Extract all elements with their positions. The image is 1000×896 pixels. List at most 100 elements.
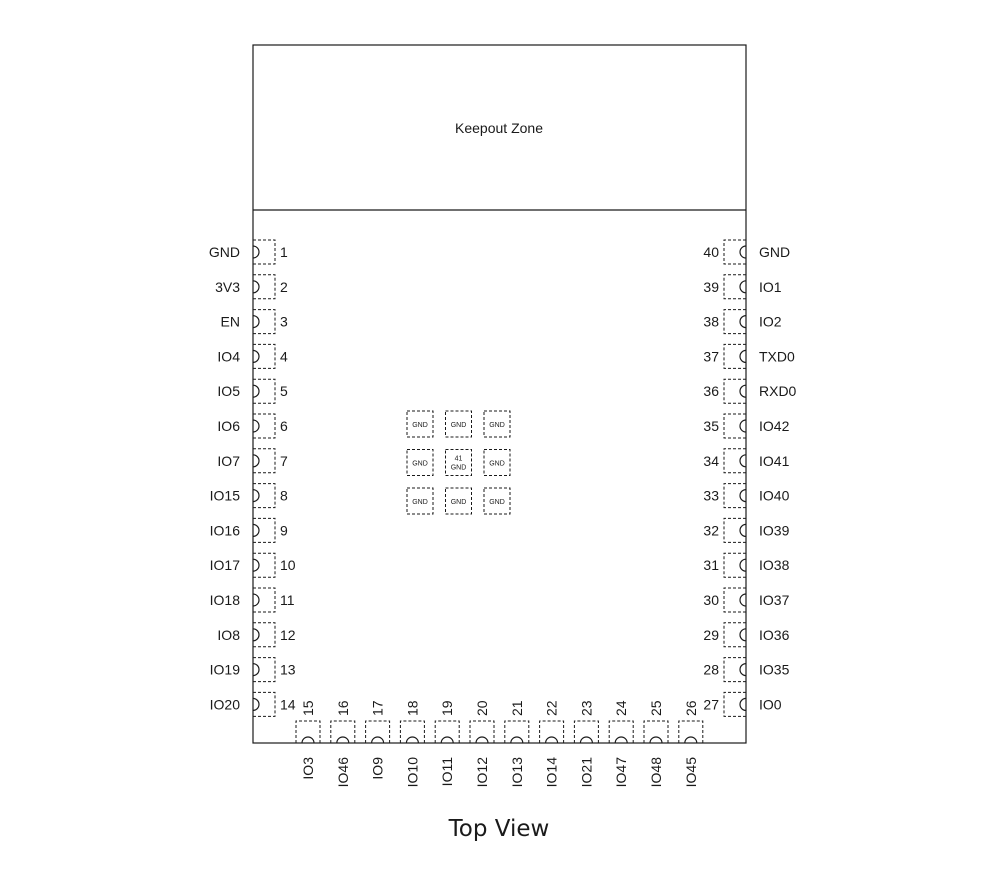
pin-name: IO41 (759, 453, 790, 469)
pin-castellation (739, 245, 747, 259)
pin-castellation (649, 736, 663, 744)
pad-label: GND (412, 461, 428, 468)
pin-pad (723, 587, 746, 613)
pin-pad (253, 343, 276, 369)
pin-name: IO1 (759, 279, 782, 295)
pin-castellation (252, 454, 260, 468)
pad-label: GND (412, 422, 428, 429)
pin-castellation (252, 523, 260, 537)
pad-outline (406, 487, 434, 515)
pin-castellation (252, 558, 260, 572)
pin-castellation (252, 697, 260, 711)
ground-pad: GND (445, 410, 472, 438)
left-pin: IO8 12 (217, 622, 296, 648)
pin-castellation (336, 736, 350, 744)
pin-name: IO4 (217, 348, 240, 364)
pin-number: 34 (703, 453, 719, 469)
pin-name: IO46 (335, 757, 351, 788)
pin-castellation (252, 315, 260, 329)
pin-pad (253, 517, 276, 543)
pin-castellation (684, 736, 698, 744)
pin-name: IO10 (404, 757, 420, 788)
pin-pad (253, 274, 276, 300)
right-pin: IO36 29 (703, 622, 790, 648)
pin-number: 20 (474, 700, 490, 716)
pad-outline (483, 410, 511, 438)
pin-name: IO36 (759, 627, 790, 643)
pin-number: 13 (280, 662, 296, 678)
pin-castellation (739, 489, 747, 503)
pin-pad (434, 720, 460, 743)
pin-name: IO8 (217, 627, 240, 643)
pad-outline (445, 410, 472, 438)
pin-name: IO0 (759, 696, 782, 712)
pin-castellation (739, 349, 747, 363)
pin-number: 5 (280, 383, 288, 399)
pin-pad (643, 720, 669, 743)
pin-pad (253, 622, 276, 648)
pad-label: GND (489, 461, 505, 468)
pin-number: 17 (370, 700, 386, 716)
ground-pad: GND (406, 487, 434, 515)
pin-castellation (252, 593, 260, 607)
pin-number: 25 (648, 700, 664, 716)
pin-name: IO19 (210, 662, 241, 678)
pin-name: GND (209, 244, 240, 260)
pin-number: 32 (703, 522, 719, 538)
pin-castellation (739, 454, 747, 468)
pin-name: IO6 (217, 418, 240, 434)
pin-name: IO39 (759, 522, 790, 538)
pin-castellation (739, 663, 747, 677)
pin-pad (539, 720, 565, 743)
right-pin-column: GND40IO139IO238TXD037RXD036IO4235IO4134I… (703, 239, 797, 717)
pin-number: 10 (280, 557, 296, 573)
pad-outline (406, 410, 434, 438)
pin-castellation (739, 697, 747, 711)
pin-pad (723, 517, 746, 543)
pin-name: IO12 (474, 757, 490, 788)
pin-pad (365, 720, 391, 743)
pin-number: 22 (544, 700, 560, 716)
right-pin: IO0 27 (703, 691, 782, 717)
pin-name: IO9 (370, 757, 386, 780)
right-pin: IO39 32 (703, 517, 790, 543)
pin-castellation (252, 489, 260, 503)
pad-outline (483, 449, 511, 476)
pin-number: 26 (683, 700, 699, 716)
pin-castellation (739, 593, 747, 607)
pin-number: 12 (280, 627, 296, 643)
pin-number: 11 (280, 592, 295, 608)
pad-outline (445, 449, 472, 476)
pad-outline (406, 449, 434, 476)
pin-number: 3 (280, 314, 288, 330)
pin-number: 29 (703, 627, 719, 643)
pin-castellation (371, 736, 385, 744)
pin-castellation (510, 736, 524, 744)
pad-label: GND (451, 499, 467, 506)
pin-name: IO13 (509, 757, 525, 788)
pin-number: 7 (280, 453, 288, 469)
pin-name: RXD0 (759, 383, 797, 399)
pin-name: IO7 (217, 453, 240, 469)
pin-pad (723, 448, 746, 474)
pin-castellation (739, 523, 747, 537)
pin-number: 27 (703, 696, 719, 712)
pin-pad (253, 378, 276, 404)
pin-pad (330, 720, 356, 743)
pin-castellation (739, 558, 747, 572)
pin-name: IO2 (759, 314, 782, 330)
pin-name: IO11 (439, 757, 455, 787)
pin-pad (723, 309, 746, 335)
pin-castellation (545, 736, 559, 744)
pin-pad (723, 413, 746, 439)
